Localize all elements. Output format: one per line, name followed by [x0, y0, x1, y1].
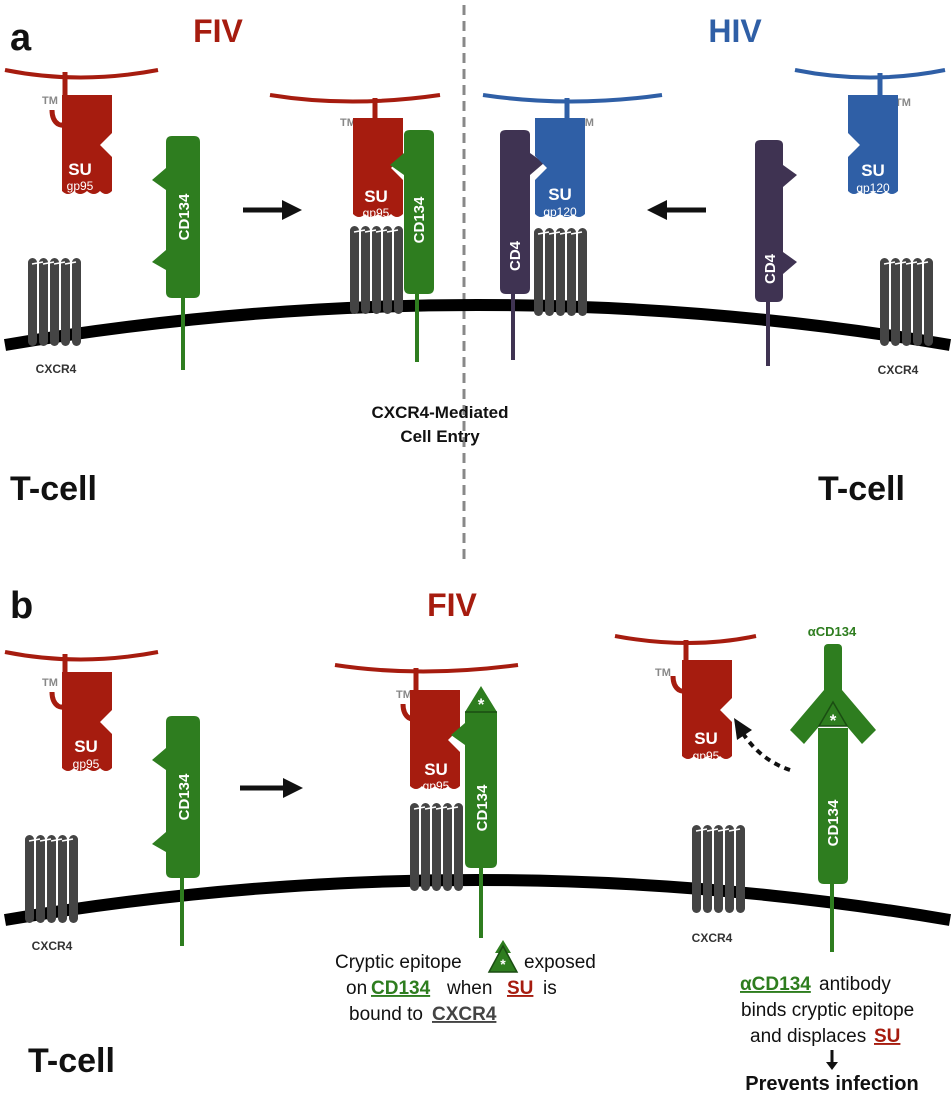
cxcr4-receptor [349, 225, 404, 315]
caption-cryptic-epitope: Cryptic epitope * exposed on CD134 when … [335, 940, 596, 1025]
fiv-viral-membrane [4, 68, 159, 80]
cd4-label: CD4 [762, 253, 779, 284]
cd134-label: CD134 [176, 773, 193, 820]
gp120-label: gp120 [856, 181, 890, 195]
cd134-receptor [451, 686, 497, 868]
cxcr4-receptor [533, 227, 588, 317]
epitope-icon [487, 944, 519, 973]
cxcr4-receptor [691, 824, 746, 914]
fiv-viral-membrane [4, 650, 159, 662]
su-label: SU [694, 729, 718, 748]
arrow-head [647, 200, 667, 220]
caption-text: binds cryptic epitope [741, 1000, 914, 1021]
gp95-label: gp95 [423, 779, 450, 793]
gp95-label: gp95 [73, 757, 100, 771]
caption-text: Cryptic epitope [335, 952, 462, 973]
caption-text: and displaces [750, 1026, 866, 1047]
su-label: SU [548, 185, 572, 204]
cd134-receptor [390, 130, 434, 294]
tm-label: TM [895, 97, 911, 109]
cd134-label: CD134 [474, 784, 491, 831]
su-label: SU [74, 737, 98, 756]
cell-membrane-b [3, 874, 951, 926]
epitope-icon-star: * [500, 956, 506, 972]
caption-su: SU [507, 978, 533, 999]
hiv-viral-membrane [482, 93, 663, 104]
cd4-receptor [755, 140, 797, 302]
caption-text: antibody [819, 974, 891, 995]
cxcr4-label: CXCR4 [36, 362, 77, 376]
antibody-label: αCD134 [808, 624, 857, 639]
caption-acd134: αCD134 [740, 974, 811, 995]
su-label: SU [861, 161, 885, 180]
tcell-label-right: T-cell [818, 470, 905, 508]
cxcr4-receptor [409, 802, 464, 892]
caption-text: when [446, 978, 492, 999]
caption-text: exposed [524, 952, 596, 973]
cxcr4-receptor [27, 257, 82, 347]
arrow-head [734, 718, 752, 740]
tm-label: TM [655, 667, 671, 679]
tm-label: TM [340, 117, 356, 129]
cd4-receptor [500, 130, 544, 294]
panel-a-label: a [10, 17, 32, 59]
cell-membrane-a [3, 299, 951, 351]
cryptic-epitope-star: * [478, 695, 485, 714]
cd134-label: CD134 [176, 193, 193, 240]
gp95-label: gp95 [693, 749, 720, 763]
cxcr4-label: CXCR4 [692, 931, 733, 945]
gp95-label: gp95 [67, 179, 94, 193]
tcell-label-left: T-cell [10, 470, 97, 508]
caption-antibody: αCD134 antibody binds cryptic epitope an… [740, 974, 919, 1095]
cd4-label: CD4 [507, 240, 524, 271]
gp120-label: gp120 [543, 205, 577, 219]
panel-b-fiv-title: FIV [427, 587, 477, 623]
cxcr4-receptor [879, 257, 934, 347]
antibody-arms [790, 690, 876, 744]
cxcr4-receptor [24, 834, 79, 924]
displacement-arrow [740, 730, 791, 772]
caption-text: bound to [349, 1004, 423, 1025]
hiv-viral-membrane [794, 68, 946, 80]
cxcr4-label: CXCR4 [32, 939, 73, 953]
panel-a-hiv-title: HIV [708, 13, 762, 49]
caption-su: SU [874, 1026, 900, 1047]
cryptic-epitope-star: * [830, 711, 837, 730]
down-arrow-head [826, 1062, 838, 1070]
su-label: SU [424, 760, 448, 779]
panel-b-label: b [10, 585, 33, 627]
antibody-stem [824, 644, 842, 700]
cryptic-epitope [817, 700, 849, 727]
cd134-label: CD134 [411, 196, 428, 243]
cxcr4-label: CXCR4 [878, 363, 919, 377]
cd134-receptor [152, 136, 200, 298]
su-label: SU [68, 160, 92, 179]
center-caption-line1: CXCR4-Mediated [372, 403, 509, 422]
center-caption-line2: Cell Entry [400, 427, 480, 446]
tm-label: TM [396, 689, 412, 701]
su-label: SU [364, 187, 388, 206]
fiv-viral-membrane [334, 663, 519, 674]
gp95-label: gp95 [363, 206, 390, 220]
cd134-receptor [152, 716, 200, 878]
caption-cxcr4: CXCR4 [432, 1004, 497, 1025]
arrow-head [282, 200, 302, 220]
panel-a-fiv-title: FIV [193, 13, 243, 49]
tcell-label: T-cell [28, 1042, 115, 1080]
tm-label: TM [42, 677, 58, 689]
cd134-receptor [818, 728, 848, 884]
cd134-label: CD134 [825, 799, 842, 846]
fiv-viral-membrane [269, 93, 441, 104]
tm-label: TM [42, 95, 58, 107]
caption-cd134: CD134 [371, 978, 431, 999]
caption-text: on [346, 978, 367, 999]
arrow-head [283, 778, 303, 798]
prevents-infection: Prevents infection [745, 1073, 918, 1095]
caption-text: is [543, 978, 557, 999]
